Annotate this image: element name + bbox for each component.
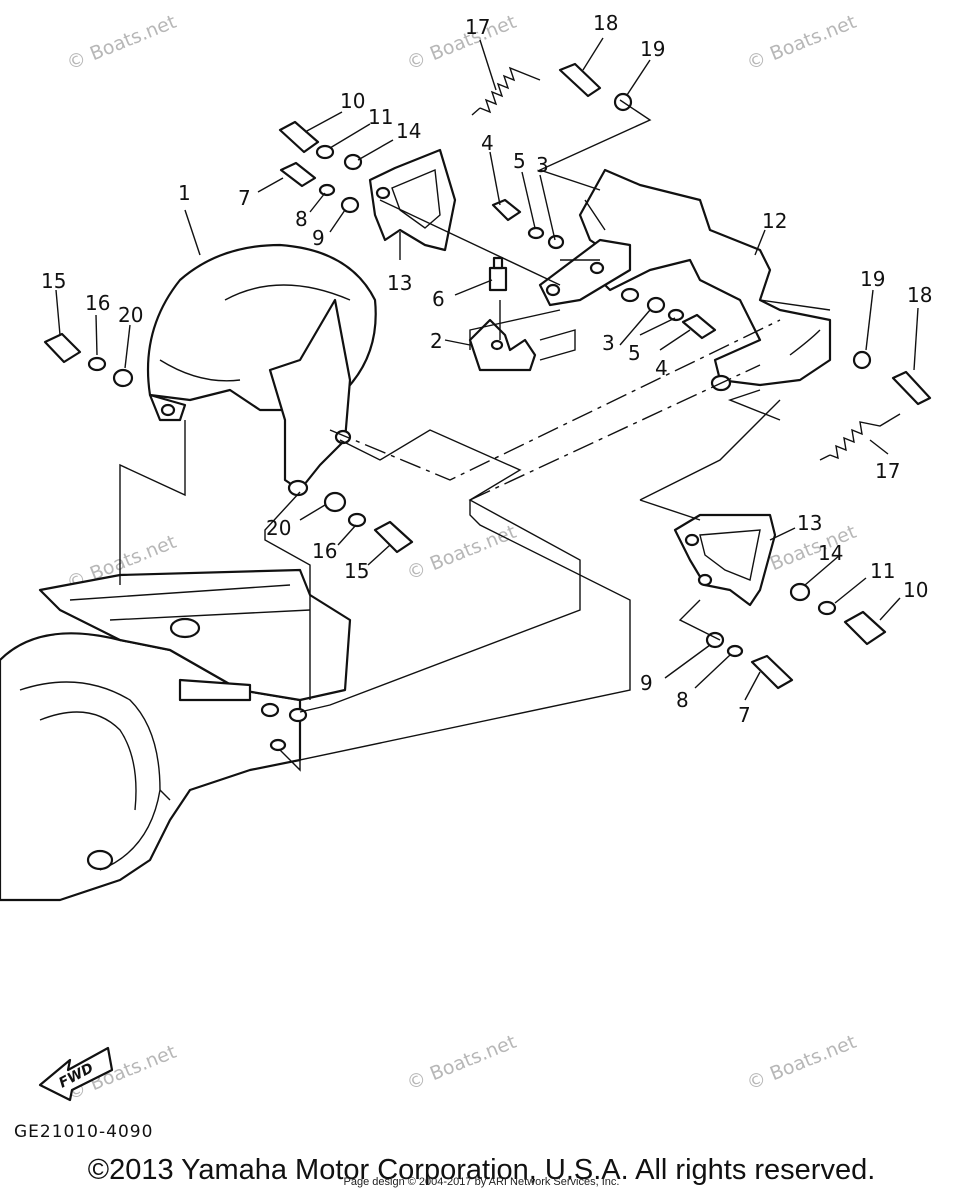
callout-7: 7	[738, 703, 751, 727]
callout-14: 14	[396, 119, 421, 143]
callout-18: 18	[907, 283, 932, 307]
callout-7: 7	[238, 186, 251, 210]
page-design-notice: Page design © 2004-2017 by ARI Network S…	[343, 1176, 620, 1188]
callout-4: 4	[481, 131, 494, 155]
callout-11: 11	[870, 559, 895, 583]
callout-13: 13	[387, 271, 412, 295]
callout-15: 15	[344, 559, 369, 583]
part-17-spring-upper	[471, 66, 541, 116]
callout-11: 11	[368, 105, 393, 129]
watermark: © Boats.net	[64, 11, 180, 75]
callout-14: 14	[818, 541, 843, 565]
callout-16: 16	[312, 539, 337, 563]
part-6-grease-nipple	[488, 256, 508, 292]
callout-13: 13	[797, 511, 822, 535]
watermark: © Boats.net	[404, 1031, 520, 1095]
drawing-code: GE21010-4090	[14, 1122, 154, 1142]
assembly-lines	[119, 99, 831, 772]
callout-18: 18	[593, 11, 618, 35]
callout-20: 20	[118, 303, 143, 327]
callout-12: 12	[762, 209, 787, 233]
callout-3: 3	[602, 331, 615, 355]
leader-lines	[55, 37, 919, 701]
callout-17: 17	[875, 459, 900, 483]
callout-5: 5	[513, 149, 526, 173]
callout-10: 10	[340, 89, 365, 113]
watermark: © Boats.net	[404, 521, 520, 585]
callout-9: 9	[640, 671, 653, 695]
callout-4: 4	[655, 356, 668, 380]
watermark: © Boats.net	[404, 11, 520, 75]
callout-3: 3	[536, 153, 549, 177]
hardware	[43, 62, 932, 690]
part-17-spring-lower	[819, 413, 901, 461]
callout-2: 2	[430, 329, 443, 353]
callouts: 1 2 3 3 4 4 5 5 6 7 7 8 8 9 9 10 10 11 1…	[41, 11, 932, 727]
callout-6: 6	[432, 287, 445, 311]
part-12-arm	[538, 168, 832, 392]
callout-10: 10	[903, 578, 928, 602]
callout-8: 8	[676, 688, 689, 712]
part-2-bracket	[468, 300, 537, 372]
callout-19: 19	[860, 267, 885, 291]
callout-9: 9	[312, 226, 325, 250]
fwd-arrow-icon: FWD	[38, 1046, 114, 1102]
callout-20: 20	[266, 516, 291, 540]
callout-5: 5	[628, 341, 641, 365]
callout-16: 16	[85, 291, 110, 315]
callout-15: 15	[41, 269, 66, 293]
part-13-plate-upper	[368, 148, 457, 252]
watermark: © Boats.net	[744, 1031, 860, 1095]
callout-17: 17	[465, 15, 490, 39]
jet-pump-housing	[0, 568, 352, 902]
callout-1: 1	[178, 181, 191, 205]
part-13-plate-lower	[673, 513, 777, 607]
copyright-notice: ©2013 Yamaha Motor Corporation, U.S.A. A…	[87, 1154, 876, 1186]
part-1-deflector	[146, 243, 377, 497]
callout-8: 8	[295, 207, 308, 231]
watermark: © Boats.net	[744, 11, 860, 75]
callout-19: 19	[640, 37, 665, 61]
